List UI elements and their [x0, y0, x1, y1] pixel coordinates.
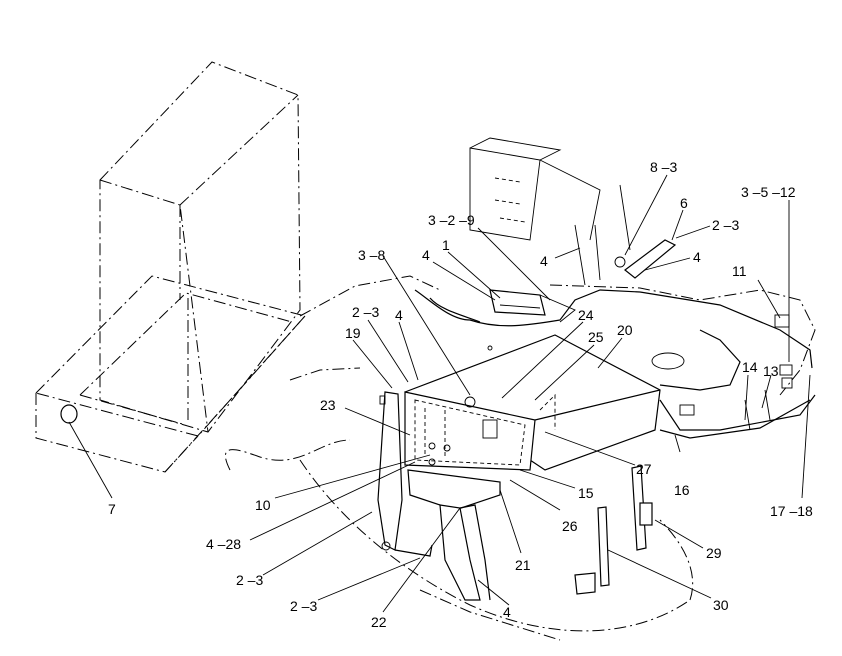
- callout-24: 24: [578, 307, 594, 323]
- callout-16: 16: [674, 482, 690, 498]
- callout-4: 4: [540, 253, 548, 269]
- lower-bracket: [407, 469, 501, 601]
- bracket-6: [614, 239, 677, 279]
- callout-4: 4: [693, 249, 701, 265]
- callouts: 7 3 –8 4 1 3 –2 –9 8 –3 6 2 –3 4 4 3 –5 …: [108, 159, 813, 630]
- frame-phantom: [224, 275, 816, 641]
- callout-17-18: 17 –18: [770, 503, 813, 519]
- callout-6: 6: [680, 195, 688, 211]
- fuel-tank-phantom: [35, 61, 306, 473]
- callout-23: 23: [320, 397, 336, 413]
- callout-19: 19: [345, 325, 361, 341]
- callout-14: 14: [742, 359, 758, 375]
- callout-8-3: 8 –3: [650, 159, 677, 175]
- callout-3-5-12: 3 –5 –12: [741, 184, 796, 200]
- callout-4-28: 4 –28: [206, 536, 241, 552]
- callout-30: 30: [713, 597, 729, 613]
- callout-2-3: 2 –3: [712, 217, 739, 233]
- callout-11: 11: [732, 263, 747, 279]
- callout-10: 10: [255, 497, 271, 513]
- callout-3-2-9: 3 –2 –9: [428, 212, 475, 228]
- callout-20: 20: [617, 322, 633, 338]
- drain-plug: [60, 404, 78, 424]
- callout-7: 7: [108, 501, 116, 517]
- leader-lines: [68, 174, 811, 613]
- callout-26: 26: [562, 518, 578, 534]
- callout-1: 1: [442, 237, 450, 253]
- straps: [574, 465, 653, 595]
- console-upper: [469, 137, 631, 286]
- side-plate: [377, 391, 433, 557]
- callout-4: 4: [422, 247, 430, 263]
- callout-2-3: 2 –3: [236, 572, 263, 588]
- upper-bracket: [489, 289, 576, 323]
- callout-3-8: 3 –8: [358, 247, 385, 263]
- deck-plate: [414, 289, 816, 439]
- callout-13: 13: [763, 363, 779, 379]
- main-box: [404, 334, 661, 471]
- callout-4: 4: [395, 307, 403, 323]
- callout-21: 21: [515, 557, 531, 573]
- callout-25: 25: [588, 329, 604, 345]
- callout-22: 22: [371, 614, 387, 630]
- callout-29: 29: [706, 545, 722, 561]
- callout-2-3: 2 –3: [352, 304, 379, 320]
- callout-2-3: 2 –3: [290, 598, 317, 614]
- callout-15: 15: [578, 485, 594, 501]
- callout-27: 27: [636, 461, 652, 477]
- callout-4: 4: [503, 604, 511, 620]
